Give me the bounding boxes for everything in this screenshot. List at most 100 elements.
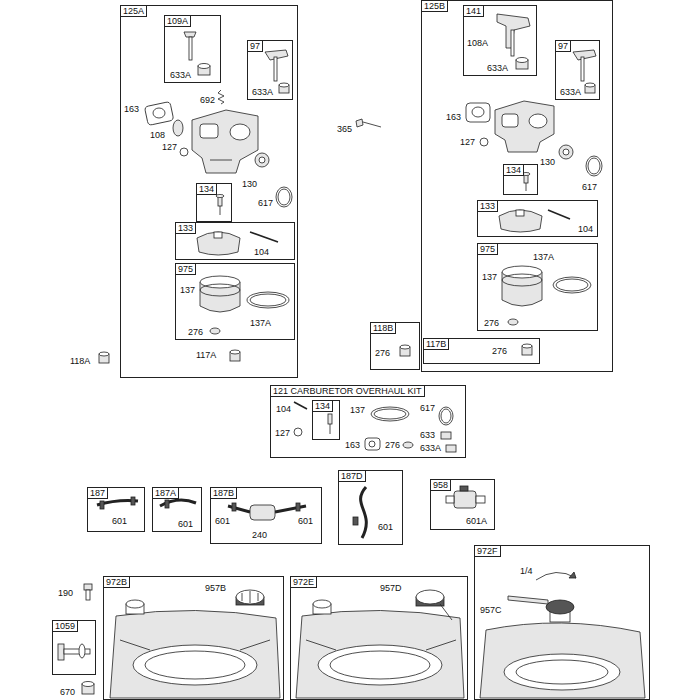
callout-number: 957C (480, 605, 502, 615)
callout-number: 137 (482, 272, 497, 282)
shutoff-valve (460, 486, 468, 491)
group-label: 975 (477, 243, 498, 255)
screw (363, 122, 381, 127)
fuel-tank (504, 654, 620, 690)
group-label: 187B (210, 487, 237, 499)
o-ring (586, 156, 602, 176)
needle (328, 414, 332, 434)
fuel-filter (232, 503, 236, 511)
part-group-box: 134121 CARBURETOR OVERHAUL KIT1041271376… (270, 385, 466, 458)
callout-number: 617 (258, 198, 273, 208)
carburetor-body (192, 110, 258, 173)
group-label: 133 (175, 222, 196, 234)
float-bowl (502, 266, 542, 278)
fuel-line (160, 500, 196, 508)
group-label: 133 (477, 200, 498, 212)
callout-number: 633A (420, 443, 441, 453)
group-label: 125A (120, 5, 147, 17)
float-bowl (200, 276, 240, 288)
fuel-cap (508, 596, 574, 614)
callout-number: 601 (178, 519, 193, 529)
fuel-line (100, 501, 104, 509)
throttle-plate (173, 120, 183, 136)
plug (99, 352, 109, 356)
float (516, 210, 524, 216)
callout-number: 276 (484, 318, 499, 328)
float-bowl (502, 274, 542, 286)
seal (585, 83, 595, 87)
fuel-tank (145, 651, 245, 679)
hinge-pin (294, 402, 307, 409)
group-label: 97 (555, 40, 571, 52)
choke-lever (274, 57, 277, 81)
seal (198, 64, 210, 69)
callout-number: 127 (162, 142, 177, 152)
plug (522, 344, 532, 348)
needle (216, 195, 224, 216)
bowl-gasket (556, 279, 588, 291)
plug-disk (559, 145, 573, 159)
callout-number: 1/4 (520, 566, 533, 576)
plug-disk (563, 149, 569, 155)
part-group-box: 1059 (52, 620, 96, 675)
choke-lever (573, 50, 596, 60)
o-ring (276, 187, 292, 207)
callout-number: 957B (205, 583, 226, 593)
carburetor-body (210, 160, 232, 161)
bowl-gasket (247, 292, 289, 308)
part-group-box: 972E957D (290, 576, 468, 700)
callout-number: 163 (345, 440, 360, 450)
carburetor-body (529, 114, 547, 128)
bowl-gasket (374, 409, 406, 419)
fuel-cap (236, 590, 264, 605)
bowl-gasket (371, 407, 409, 421)
gasket (144, 101, 173, 125)
needle (328, 414, 332, 424)
callout-number: 601A (466, 516, 487, 526)
shutoff-valve (476, 496, 485, 503)
part-group-box: 109A633A97633A134133104975137137A276125A… (120, 5, 298, 378)
callout-number: 670 (60, 687, 75, 697)
part-group-box: 187D 601 (338, 470, 403, 545)
washer (210, 328, 220, 334)
group-label: 187D (338, 470, 366, 482)
seal (516, 58, 528, 63)
part-group-box: 141108A633A97633A134133104975137A1372761… (421, 0, 613, 372)
screw (356, 119, 363, 127)
gasket (144, 101, 173, 125)
o-ring (180, 148, 188, 156)
callout-number: 127 (460, 137, 475, 147)
gasket (153, 108, 165, 118)
hinge-pin (294, 402, 307, 409)
part-group-box: 117B276 (423, 338, 540, 364)
callout-number: 104 (578, 224, 593, 234)
callout-number: 633A (487, 63, 508, 73)
fuel-line (353, 487, 366, 538)
callout-number: 601 (215, 516, 230, 526)
choke-lever (573, 50, 596, 81)
washer (403, 442, 413, 448)
fuel-tank (133, 645, 257, 685)
part-group-box: 133104 (175, 222, 295, 260)
group-label: 134 (503, 164, 524, 176)
callout-number: 108A (467, 38, 488, 48)
callout-number: 633A (170, 70, 191, 80)
callout-number: 601 (378, 522, 393, 532)
seal (516, 58, 528, 70)
bowl-gasket (553, 277, 591, 293)
group-label: 975 (175, 263, 196, 275)
hinge-pin (548, 210, 570, 219)
seal (198, 64, 210, 76)
part-group-box: 187601 (87, 487, 145, 532)
bowl-gasket (250, 294, 286, 306)
part-group-box: 133 104 (477, 200, 598, 237)
needle (216, 195, 224, 198)
hinge-pin (250, 232, 278, 242)
seal (441, 432, 456, 452)
float (214, 232, 222, 238)
bolt (84, 584, 92, 590)
washer (508, 319, 518, 325)
o-ring (439, 407, 453, 425)
carburetor-body (495, 101, 554, 152)
